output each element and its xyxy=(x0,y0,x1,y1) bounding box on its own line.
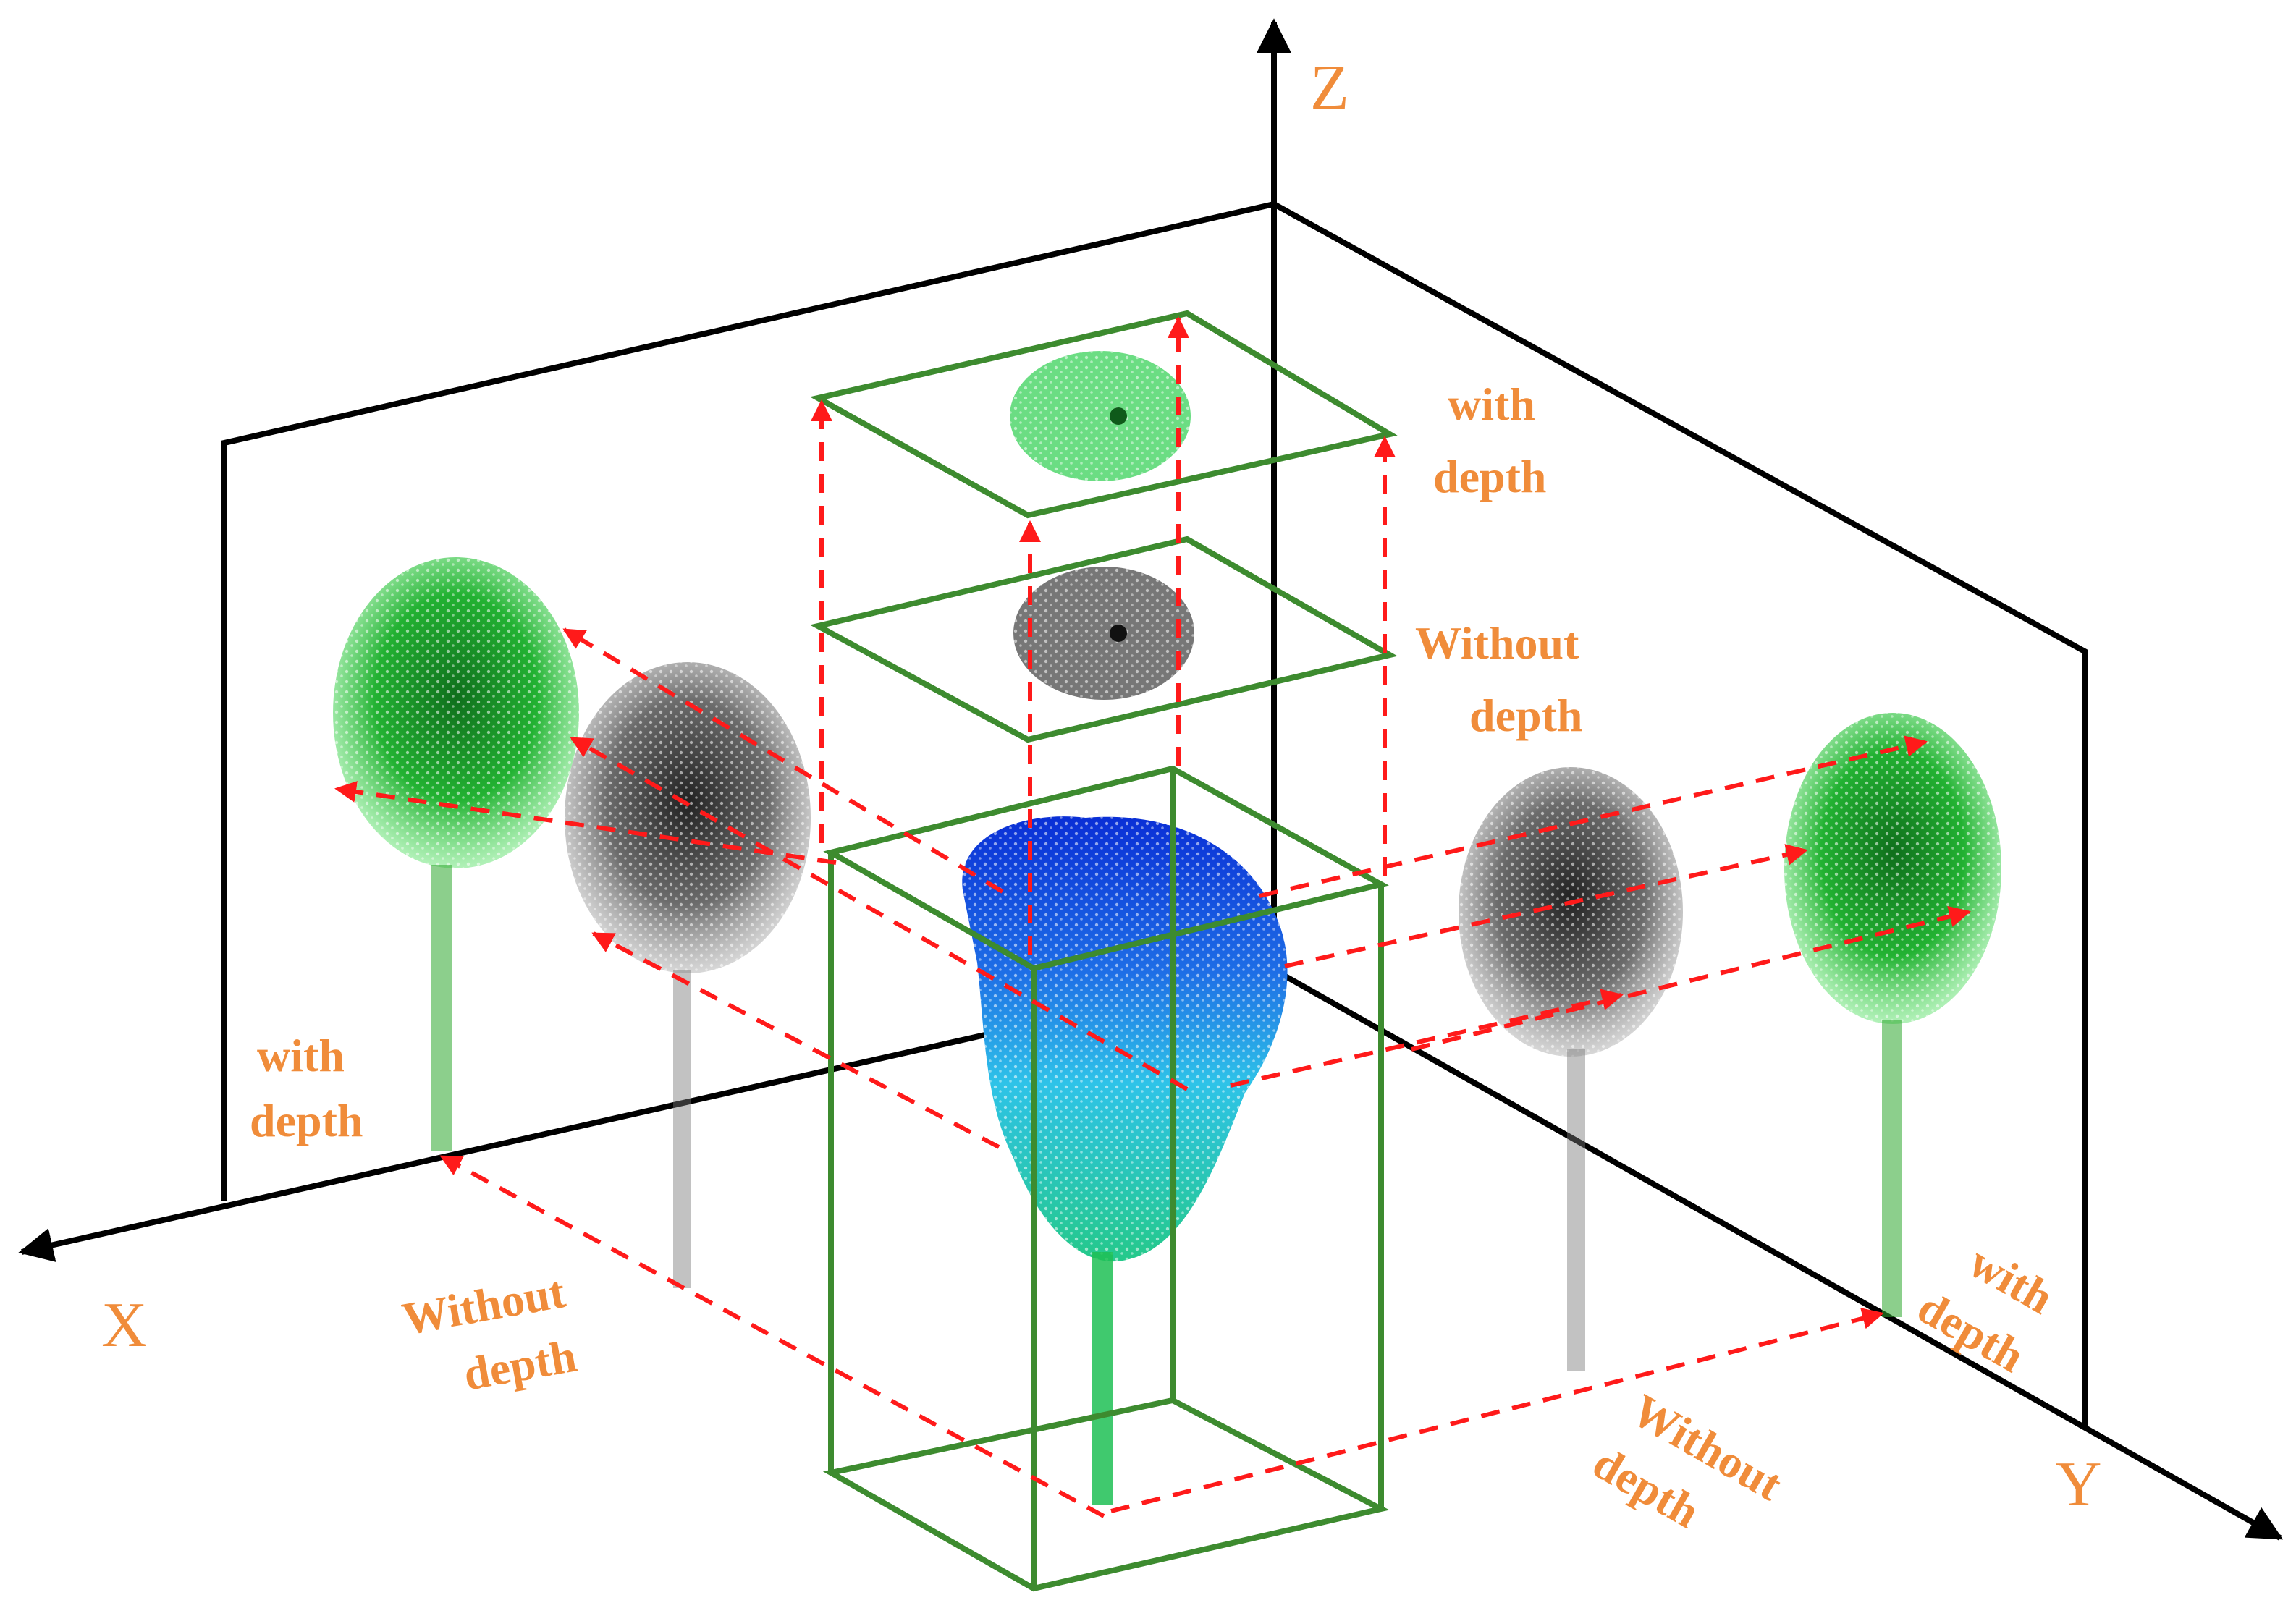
tree-projection-left-with-depth xyxy=(333,557,579,1151)
bounding-box xyxy=(822,765,1390,1592)
svg-text:depth: depth xyxy=(1433,451,1547,502)
top-projection-with-depth xyxy=(1010,351,1191,481)
arrow-left-2 xyxy=(334,781,837,865)
label-left-without-depth: Without depth xyxy=(398,1266,580,1400)
svg-text:Without: Without xyxy=(1415,617,1579,669)
left-back-wall xyxy=(221,201,1275,1201)
y-axis-label: Y xyxy=(2056,1450,2102,1520)
arrow-left-4 xyxy=(591,931,1000,1149)
z-axis-label: Z xyxy=(1310,53,1349,123)
arrow-right-1 xyxy=(1259,735,1928,898)
tree-projection-right-without-depth xyxy=(1459,767,1683,1371)
svg-text:with: with xyxy=(1448,378,1535,430)
arrow-left-1 xyxy=(562,627,1004,894)
svg-text:depth: depth xyxy=(460,1330,580,1400)
right-back-wall xyxy=(1272,201,2088,1429)
arrow-right-3 xyxy=(1411,905,1971,1052)
projection-arrows xyxy=(334,316,1971,1518)
top-plane-with-depth xyxy=(809,310,1398,519)
svg-text:with: with xyxy=(257,1030,345,1081)
y-axis xyxy=(1272,967,2284,1541)
svg-text:Without: Without xyxy=(398,1266,569,1345)
arrow-right-ground xyxy=(1110,1308,1884,1513)
label-right-with-depth: with depth xyxy=(1909,1235,2062,1382)
top-projection-without-depth xyxy=(1013,567,1194,700)
arrow-right-4 xyxy=(1230,989,1624,1088)
top-plane-without-depth xyxy=(809,536,1398,743)
arrow-left-3 xyxy=(570,736,1189,1091)
label-right-without-depth: Without depth xyxy=(1584,1384,1791,1538)
label-top-with-depth: with depth xyxy=(1433,378,1547,502)
svg-text:depth: depth xyxy=(250,1095,363,1146)
arrow-right-2 xyxy=(1284,844,1808,968)
label-left-with-depth: with depth xyxy=(250,1030,363,1146)
label-top-without-depth: Without depth xyxy=(1415,617,1583,741)
x-axis-label: X xyxy=(101,1290,148,1361)
tree-projection-right-with-depth xyxy=(1784,713,2001,1317)
svg-text:depth: depth xyxy=(1469,690,1583,741)
